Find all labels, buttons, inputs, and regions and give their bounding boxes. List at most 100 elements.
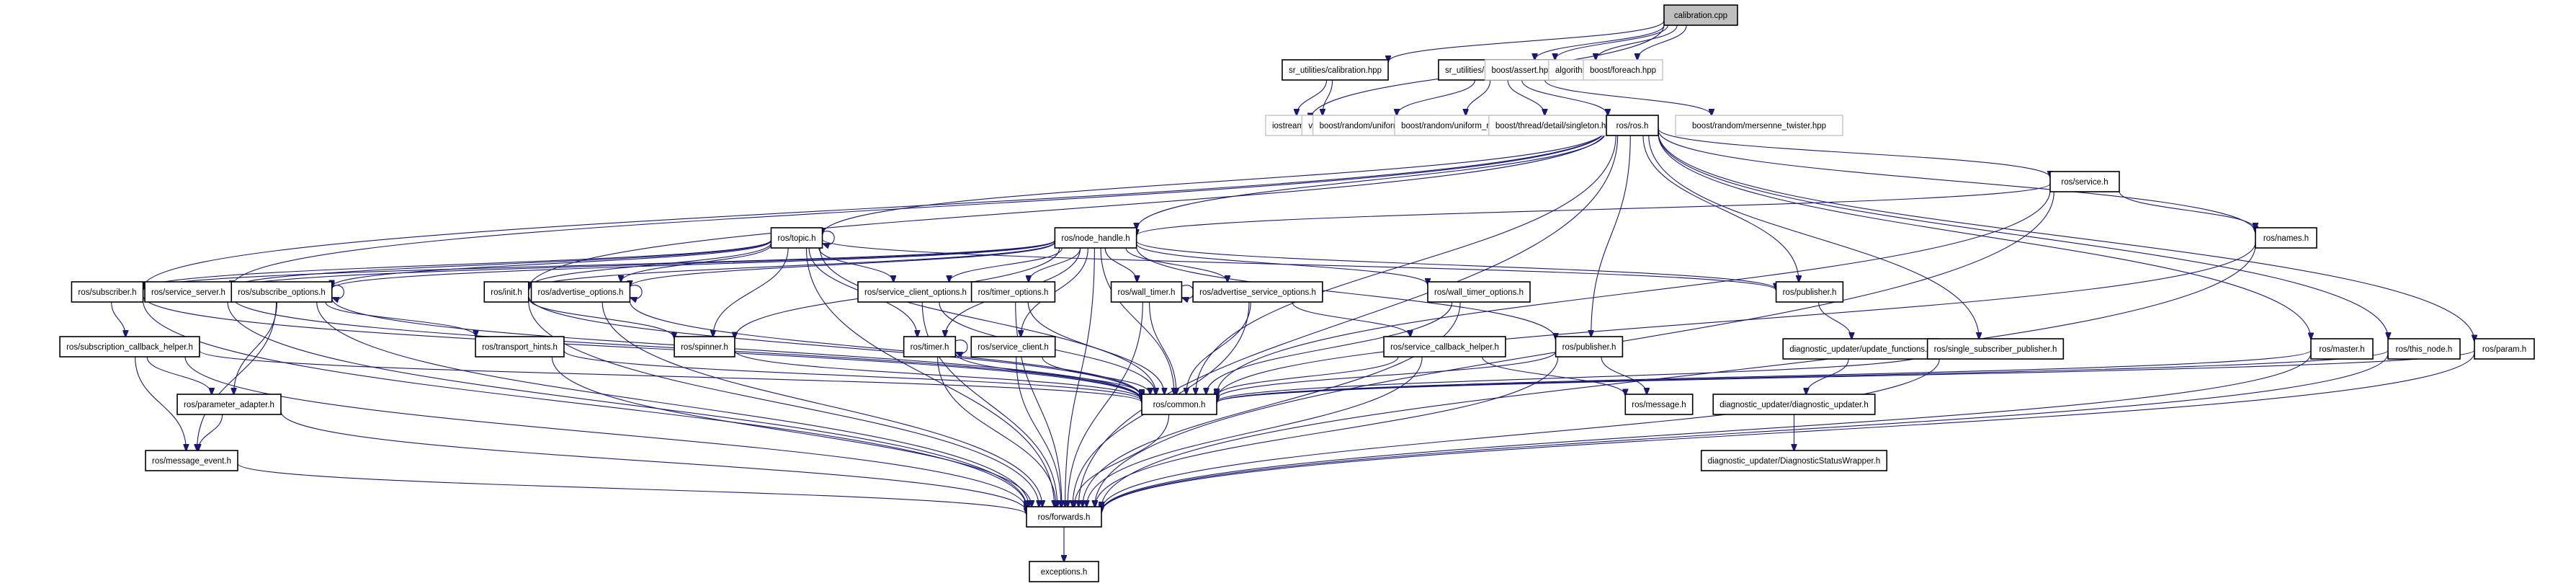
graph-node[interactable]: boost/random/mersenne_twister.hpp (1675, 115, 1843, 136)
graph-node[interactable]: ros/forwards.h (1026, 506, 1102, 528)
edge-path (1217, 356, 1399, 396)
dependency-edge (1217, 352, 1928, 401)
dependency-edge (1101, 358, 1940, 510)
dependency-edge (1101, 353, 2389, 512)
node-label: exceptions.h (1041, 568, 1088, 577)
dependency-edge (528, 298, 674, 338)
graph-node[interactable]: ros/subscriber.h (71, 281, 144, 303)
graph-node[interactable]: ros/message.h (1624, 394, 1694, 415)
graph-node[interactable]: ros/ros.h (1606, 115, 1659, 136)
dependency-edge (1217, 242, 2256, 399)
dependency-edge (1196, 135, 1616, 394)
dependency-edge (143, 296, 1142, 400)
graph-node[interactable]: ros/wall_timer.h (1110, 281, 1183, 303)
edge-path (821, 239, 1776, 290)
graph-node[interactable]: ros/wall_timer_options.h (1427, 281, 1531, 303)
graph-node[interactable]: boost/foreach.hpp (1583, 59, 1663, 81)
graph-node[interactable]: diagnostic_updater/DiagnosticStatusWrapp… (1700, 450, 1888, 471)
node-box (1624, 394, 1694, 415)
dependency-edge (529, 242, 772, 288)
graph-node[interactable]: ros/spinner.h (674, 336, 735, 358)
node-label: ros/param.h (2482, 345, 2526, 354)
graph-node[interactable]: ros/this_node.h (2387, 338, 2461, 360)
dependency-edge (1101, 352, 2312, 512)
node-box (530, 281, 631, 303)
dependency-edge (734, 350, 1142, 400)
node-label: boost/thread/detail/singleton.hpp (1495, 122, 1615, 130)
node-box (1282, 59, 1389, 81)
node-label: ros/publisher.h (1783, 288, 1837, 297)
dependency-edge (1181, 285, 1194, 299)
edge-path (1217, 190, 2051, 395)
node-label: ros/timer_options.h (978, 288, 1049, 297)
graph-node[interactable]: boost/thread/detail/singleton.hpp (1488, 115, 1622, 136)
graph-node[interactable]: ros/publisher.h (1555, 336, 1624, 358)
graph-node[interactable]: sr_utilities/calibration.hpp (1282, 59, 1389, 81)
graph-node[interactable]: ros/node_handle.h (1054, 227, 1137, 249)
edge-path (280, 411, 1027, 512)
dependency-edge (1507, 79, 1544, 115)
dependency-edge (823, 128, 1607, 234)
graph-node[interactable]: ros/master.h (2310, 338, 2374, 360)
graph-node[interactable]: ros/common.h (1141, 394, 1217, 415)
edge-path (1101, 244, 2256, 508)
graph-node[interactable]: ros/advertise_service_options.h (1192, 281, 1323, 303)
dependency-edge (1086, 356, 1423, 507)
graph-node[interactable]: ros/names.h (2255, 227, 2317, 249)
graph-node[interactable]: exceptions.h (1029, 561, 1099, 582)
dependency-edge (1658, 133, 2311, 339)
graph-node[interactable]: ros/parameter_adapter.h (176, 394, 282, 415)
node-label: ros/subscription_callback_helper.h (66, 343, 193, 352)
dependency-edge (529, 241, 1055, 290)
graph-node[interactable]: ros/service_client_options.h (857, 281, 974, 303)
edge-path (1466, 79, 1491, 115)
node-label: ros/this_node.h (2396, 345, 2453, 354)
dependency-edge (1292, 301, 1410, 337)
graph-node[interactable]: ros/service_callback_helper.h (1383, 336, 1506, 358)
dependency-edge (1466, 79, 1491, 115)
graph-node[interactable]: ros/service_client.h (970, 336, 1056, 358)
graph-node[interactable]: ros/timer.h (903, 336, 957, 358)
dependency-edge (563, 350, 1142, 401)
edge-path (1642, 135, 1799, 282)
graph-node[interactable]: ros/single_subscriber_publisher.h (1926, 338, 2065, 360)
edge-path (232, 128, 1607, 287)
graph-node[interactable]: boost/assert.hpp (1484, 59, 1560, 81)
graph-node[interactable]: ros/init.h (483, 281, 529, 303)
graph-node[interactable]: ros/transport_hints.h (475, 336, 565, 358)
dependency-edge (528, 296, 1142, 398)
graph-node[interactable]: diagnostic_updater/update_functions.h (1782, 338, 1939, 360)
edge-path (1818, 301, 1852, 339)
dependency-edge (1137, 130, 1607, 230)
edge-path (551, 356, 1032, 507)
graph-node[interactable]: ros/param.h (2474, 338, 2535, 360)
edge-path (325, 301, 476, 337)
graph-node[interactable]: diagnostic_updater/diagnostic_updater.h (1712, 394, 1876, 415)
node-label: ros/service_client.h (978, 343, 1048, 352)
node-box (1663, 4, 1738, 26)
node-box (1026, 506, 1102, 528)
graph-node[interactable]: ros/service.h (2049, 171, 2120, 192)
graph-node[interactable]: ros/message_event.h (145, 450, 238, 471)
dependency-edge (199, 350, 1142, 402)
graph-node[interactable]: calibration.cpp (1663, 4, 1738, 26)
graph-node[interactable]: ros/advertise_options.h (530, 281, 631, 303)
edges-layer (111, 20, 2474, 561)
edge-path (819, 247, 1156, 394)
node-label: ros/wall_timer_options.h (1434, 288, 1524, 297)
graph-node[interactable]: ros/publisher.h (1775, 281, 1844, 303)
edge-path (823, 128, 1607, 234)
graph-node[interactable]: ros/subscribe_options.h (231, 281, 333, 303)
node-label: ros/service_server.h (151, 288, 225, 297)
graph-node[interactable]: ros/subscription_callback_helper.h (59, 336, 200, 358)
graph-node[interactable]: ros/service_server.h (144, 281, 233, 303)
graph-node[interactable]: ros/topic.h (770, 227, 823, 249)
dependency-edge (1078, 135, 1619, 507)
edge-path (1521, 79, 1608, 115)
graph-node[interactable]: ros/timer_options.h (970, 281, 1056, 303)
node-box (1700, 450, 1888, 471)
edge-path (1648, 135, 1979, 339)
node-box (59, 336, 200, 358)
dependency-edge (234, 301, 277, 394)
dependency-edge (1186, 301, 1251, 394)
